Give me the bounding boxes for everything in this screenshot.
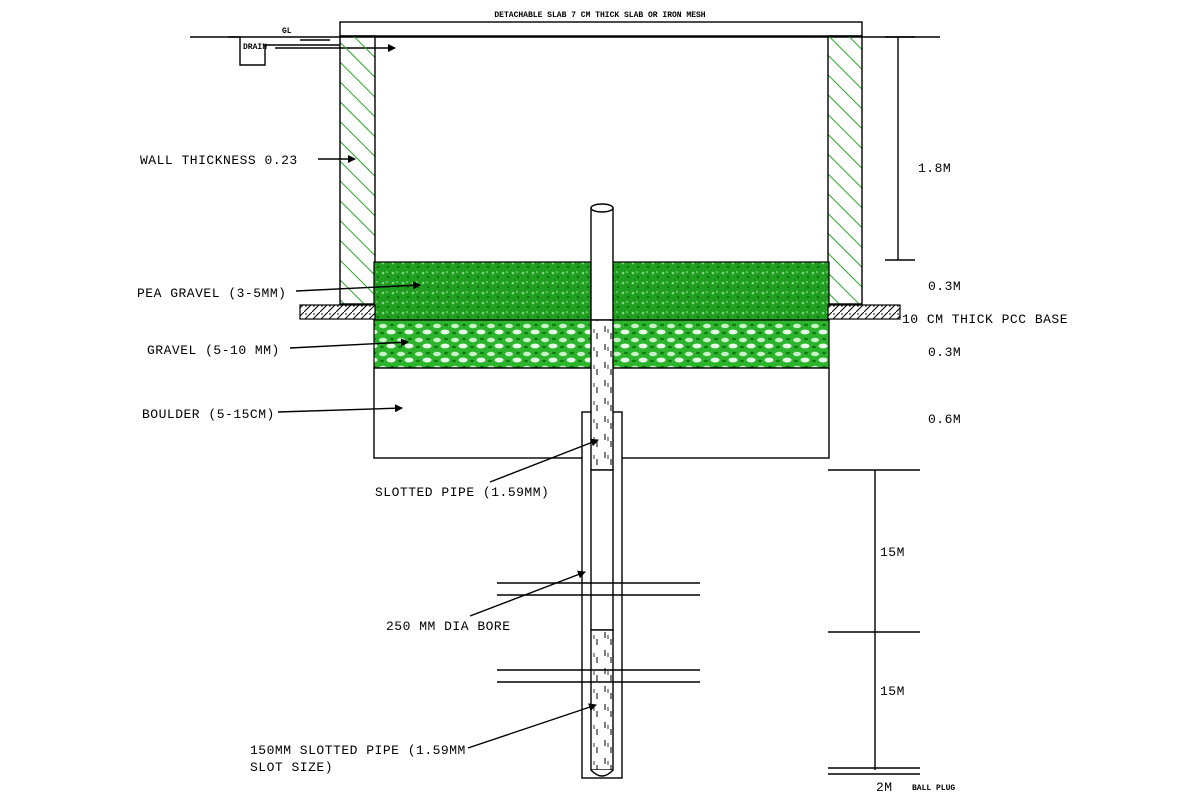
plain-pipe-section — [590, 469, 614, 631]
dim-15b: 15M — [880, 684, 905, 699]
dim-15a: 15M — [880, 545, 905, 560]
gravel-arrow — [289, 338, 409, 349]
right-wall — [827, 35, 863, 305]
gl-label: GL — [282, 27, 292, 36]
dim-1-8: 1.8M — [918, 161, 951, 176]
bore-arrow — [469, 570, 586, 617]
pcc-base-left — [299, 304, 376, 320]
boulder-arrow — [277, 404, 403, 413]
pea-gravel-label: PEA GRAVEL (3-5MM) — [137, 286, 286, 301]
slotted-pipe-150-line2: SLOT SIZE) — [250, 760, 333, 775]
wall-label: WALL THICKNESS 0.23 — [140, 153, 298, 168]
ball-plug-label: BALL PLUG — [912, 784, 955, 793]
bore-label: 250 MM DIA BORE — [386, 619, 511, 634]
slotted-pipe-lower — [590, 629, 614, 771]
gravel-label: GRAVEL (5-10 MM) — [147, 343, 280, 358]
dim-0-3b: 0.3M — [928, 345, 961, 360]
top-slab — [339, 21, 863, 37]
left-wall — [339, 35, 376, 305]
pipe-cap — [590, 203, 614, 213]
drain-outline — [228, 36, 340, 66]
dim-0-3a: 0.3M — [928, 279, 961, 294]
vertical-pipe-top — [590, 207, 614, 321]
dim-0-6: 0.6M — [928, 412, 961, 427]
top-slab-label: DETACHABLE SLAB 7 CM THICK SLAB OR IRON … — [494, 11, 705, 20]
pipe-end — [590, 769, 614, 777]
dim-2: 2M — [876, 780, 893, 795]
slotted-pipe-upper — [590, 319, 614, 471]
slotted-pipe-150-arrow — [467, 703, 597, 749]
slotted-pipe-150-line1: 150MM SLOTTED PIPE (1.59MM — [250, 743, 466, 758]
boulder-label: BOULDER (5-15CM) — [142, 407, 275, 422]
pcc-base-right — [827, 304, 901, 320]
pea-gravel-arrow — [295, 281, 421, 292]
pcc-label: 10 CM THICK PCC BASE — [902, 312, 1068, 327]
slotted-pipe-arrow — [489, 438, 599, 483]
slotted-pipe-label: SLOTTED PIPE (1.59MM) — [375, 485, 549, 500]
drain-label: DRAIN — [243, 43, 267, 52]
